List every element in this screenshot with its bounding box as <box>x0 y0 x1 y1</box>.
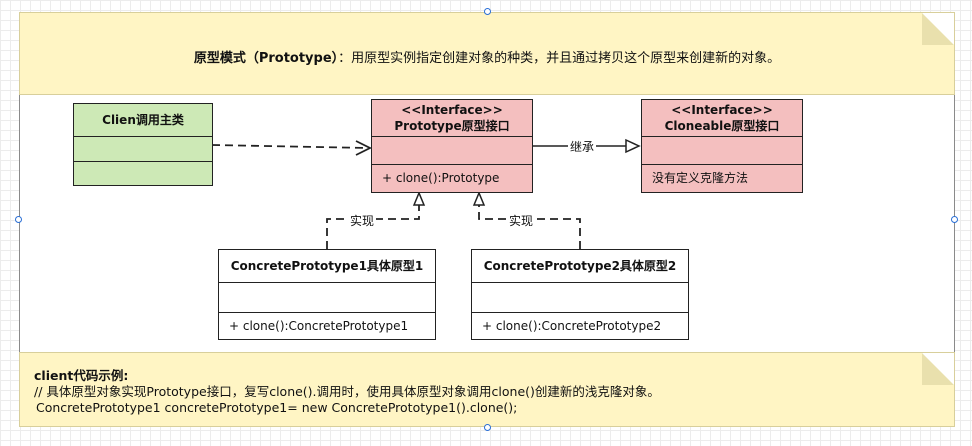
realize-label-1: 实现 <box>348 214 377 228</box>
note-fold-corner <box>922 353 954 385</box>
client-attributes <box>74 137 212 162</box>
code-statement-line: ConcretePrototype1 concretePrototype1= n… <box>36 400 518 415</box>
description-note[interactable]: 原型模式（Prototype）：用原型实例指定创建对象的种类，并且通过拷贝这个原… <box>19 12 955 95</box>
concrete-prototype-2-method: + clone():ConcretePrototype2 <box>482 319 662 333</box>
prototype-stereotype: <<Interface>> <box>401 103 503 117</box>
cloneable-method: 没有定义克隆方法 <box>652 171 749 185</box>
resize-handle-top[interactable] <box>484 8 491 15</box>
concrete-prototype-1-name: ConcretePrototype1具体原型1 <box>219 250 435 283</box>
code-example: client代码示例: // 具体原型对象实现Prototype接口，复写clo… <box>34 368 660 416</box>
realization-arrowhead-2 <box>472 191 486 206</box>
concrete-prototype-2-class[interactable]: ConcretePrototype2具体原型2 + clone():Concre… <box>471 249 689 340</box>
prototype-attributes <box>372 137 532 165</box>
client-class[interactable]: Clien调用主类 <box>73 103 213 186</box>
dependency-arrowhead <box>355 140 373 156</box>
pattern-definition: ：用原型实例指定创建对象的种类，并且通过拷贝这个原型来创建新的对象。 <box>338 51 781 66</box>
cloneable-name: Cloneable原型接口 <box>664 119 780 133</box>
inheritance-arrowhead <box>625 138 641 154</box>
client-methods <box>74 162 212 185</box>
concrete-prototype-1-attributes <box>219 283 435 313</box>
concrete-prototype-2-name: ConcretePrototype2具体原型2 <box>472 250 688 283</box>
code-example-note[interactable]: client代码示例: // 具体原型对象实现Prototype接口，复写clo… <box>19 352 955 427</box>
realize-label-2: 实现 <box>507 214 536 228</box>
cloneable-interface[interactable]: <<Interface>> Cloneable原型接口 没有定义克隆方法 <box>641 99 803 193</box>
resize-handle-bottom[interactable] <box>484 424 491 431</box>
resize-handle-left[interactable] <box>15 216 22 223</box>
cloneable-attributes <box>642 137 802 165</box>
note-fold-corner <box>922 13 954 45</box>
concrete-prototype-1-class[interactable]: ConcretePrototype1具体原型1 + clone():Concre… <box>218 249 436 340</box>
realization-arrowhead-1 <box>412 191 426 206</box>
code-comment-line: // 具体原型对象实现Prototype接口，复写clone().调用时，使用具… <box>34 384 660 399</box>
inherit-label: 继承 <box>568 140 597 154</box>
resize-handle-right[interactable] <box>951 216 958 223</box>
cloneable-stereotype: <<Interface>> <box>671 103 773 117</box>
prototype-name: Prototype原型接口 <box>394 119 510 133</box>
pattern-name: 原型模式（Prototype） <box>193 51 339 66</box>
code-heading: client代码示例: <box>34 368 129 383</box>
prototype-header: <<Interface>> Prototype原型接口 <box>372 100 532 137</box>
prototype-interface[interactable]: <<Interface>> Prototype原型接口 + clone():Pr… <box>371 99 533 193</box>
cloneable-header: <<Interface>> Cloneable原型接口 <box>642 100 802 137</box>
realization-edge-1 <box>326 205 420 249</box>
concrete-prototype-1-method: + clone():ConcretePrototype1 <box>229 319 409 333</box>
prototype-method: + clone():Prototype <box>382 171 500 185</box>
concrete-prototype-2-attributes <box>472 283 688 313</box>
description-title: 原型模式（Prototype）：用原型实例指定创建对象的种类，并且通过拷贝这个原… <box>20 47 954 66</box>
dependency-edge <box>211 144 369 149</box>
client-class-name: Clien调用主类 <box>74 104 212 137</box>
